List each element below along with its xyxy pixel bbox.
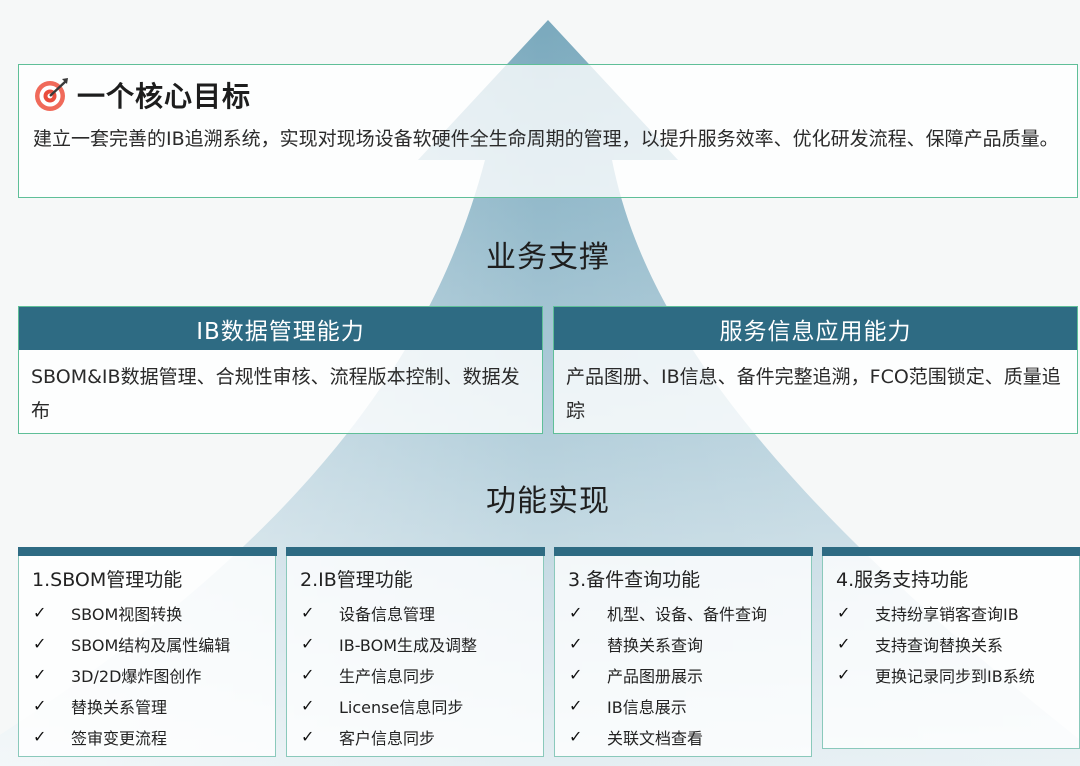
function-card-ib: 2.IB管理功能 ✓设备信息管理 ✓IB-BOM生成及调整 ✓生产信息同步 ✓L… <box>285 547 545 757</box>
list-item: ✓License信息同步 <box>301 696 464 717</box>
check-icon: ✓ <box>569 665 583 684</box>
check-icon: ✓ <box>301 696 315 715</box>
list-item: ✓SBOM结构及属性编辑 <box>33 634 231 655</box>
check-icon: ✓ <box>837 665 851 684</box>
function-card-service-support: 4.服务支持功能 ✓支持纷享销客查询IB ✓支持查询替换关系 ✓更换记录同步到I… <box>821 547 1080 749</box>
capability-description: SBOM&IB数据管理、合规性审核、流程版本控制、数据发布 <box>31 366 520 422</box>
list-item: ✓关联文档查看 <box>569 727 704 748</box>
list-item: ✓SBOM视图转换 <box>33 603 183 624</box>
target-icon <box>35 78 68 111</box>
function-card-sbom: 1.SBOM管理功能 ✓SBOM视图转换 ✓SBOM结构及属性编辑 ✓3D/2D… <box>17 547 277 757</box>
check-icon: ✓ <box>301 634 315 653</box>
check-icon: ✓ <box>569 727 583 746</box>
list-item: ✓3D/2D爆炸图创作 <box>33 665 202 686</box>
capability-title: IB数据管理能力 <box>19 307 542 350</box>
core-goal-header: 一个核心目标 <box>31 75 251 115</box>
check-icon: ✓ <box>33 603 47 622</box>
check-icon: ✓ <box>33 665 47 684</box>
check-icon: ✓ <box>33 696 47 715</box>
core-goal-description: 建立一套完善的IB追溯系统，实现对现场设备软硬件全生命周期的管理，以提升服务效率… <box>33 128 1059 150</box>
core-goal-title: 一个核心目标 <box>77 80 252 113</box>
list-item: ✓生产信息同步 <box>301 665 436 686</box>
business-support-label: 业务支撑 <box>486 240 610 275</box>
list-item: ✓产品图册展示 <box>569 665 704 686</box>
list-item: ✓IB信息展示 <box>569 696 687 717</box>
check-icon: ✓ <box>569 603 583 622</box>
card-top-bar <box>285 547 545 556</box>
list-item: ✓替换关系查询 <box>569 634 704 655</box>
list-item: ✓支持纷享销客查询IB <box>837 603 1019 624</box>
function-card-spare-parts: 3.备件查询功能 ✓机型、设备、备件查询 ✓替换关系查询 ✓产品图册展示 ✓IB… <box>553 547 813 757</box>
function-title: 4.服务支持功能 <box>836 569 969 591</box>
function-title: 2.IB管理功能 <box>300 569 413 591</box>
list-item: ✓替换关系管理 <box>33 696 168 717</box>
check-icon: ✓ <box>301 603 315 622</box>
check-icon: ✓ <box>33 634 47 653</box>
core-goal-card: 一个核心目标 建立一套完善的IB追溯系统，实现对现场设备软硬件全生命周期的管理，… <box>18 64 1078 198</box>
card-top-bar <box>553 547 813 556</box>
card-top-bar <box>17 547 277 556</box>
check-icon: ✓ <box>569 634 583 653</box>
check-icon: ✓ <box>301 665 315 684</box>
capability-card-ib-data: IB数据管理能力 SBOM&IB数据管理、合规性审核、流程版本控制、数据发布 <box>18 306 543 434</box>
check-icon: ✓ <box>837 634 851 653</box>
capability-card-service-info: 服务信息应用能力 产品图册、IB信息、备件完整追溯，FCO范围锁定、质量追踪 <box>553 306 1078 434</box>
function-list: ✓SBOM视图转换 ✓SBOM结构及属性编辑 ✓3D/2D爆炸图创作 ✓替换关系… <box>19 597 275 752</box>
list-item: ✓支持查询替换关系 <box>837 634 1004 655</box>
list-item: ✓客户信息同步 <box>301 727 436 748</box>
check-icon: ✓ <box>569 696 583 715</box>
function-list: ✓机型、设备、备件查询 ✓替换关系查询 ✓产品图册展示 ✓IB信息展示 ✓关联文… <box>555 597 811 752</box>
list-item: ✓设备信息管理 <box>301 603 436 624</box>
list-item: ✓更换记录同步到IB系统 <box>837 665 1035 686</box>
capability-description: 产品图册、IB信息、备件完整追溯，FCO范围锁定、质量追踪 <box>566 366 1061 422</box>
check-icon: ✓ <box>301 727 315 746</box>
check-icon: ✓ <box>33 727 47 746</box>
function-title: 1.SBOM管理功能 <box>32 569 183 591</box>
check-icon: ✓ <box>837 603 851 622</box>
function-title: 3.备件查询功能 <box>568 569 701 591</box>
function-list: ✓设备信息管理 ✓IB-BOM生成及调整 ✓生产信息同步 ✓License信息同… <box>287 597 543 752</box>
card-top-bar <box>821 547 1080 556</box>
function-realization-label: 功能实现 <box>486 484 610 519</box>
capability-title: 服务信息应用能力 <box>554 307 1077 350</box>
list-item: ✓IB-BOM生成及调整 <box>301 634 477 655</box>
list-item: ✓签审变更流程 <box>33 727 168 748</box>
function-list: ✓支持纷享销客查询IB ✓支持查询替换关系 ✓更换记录同步到IB系统 <box>823 597 1079 690</box>
list-item: ✓机型、设备、备件查询 <box>569 603 768 624</box>
